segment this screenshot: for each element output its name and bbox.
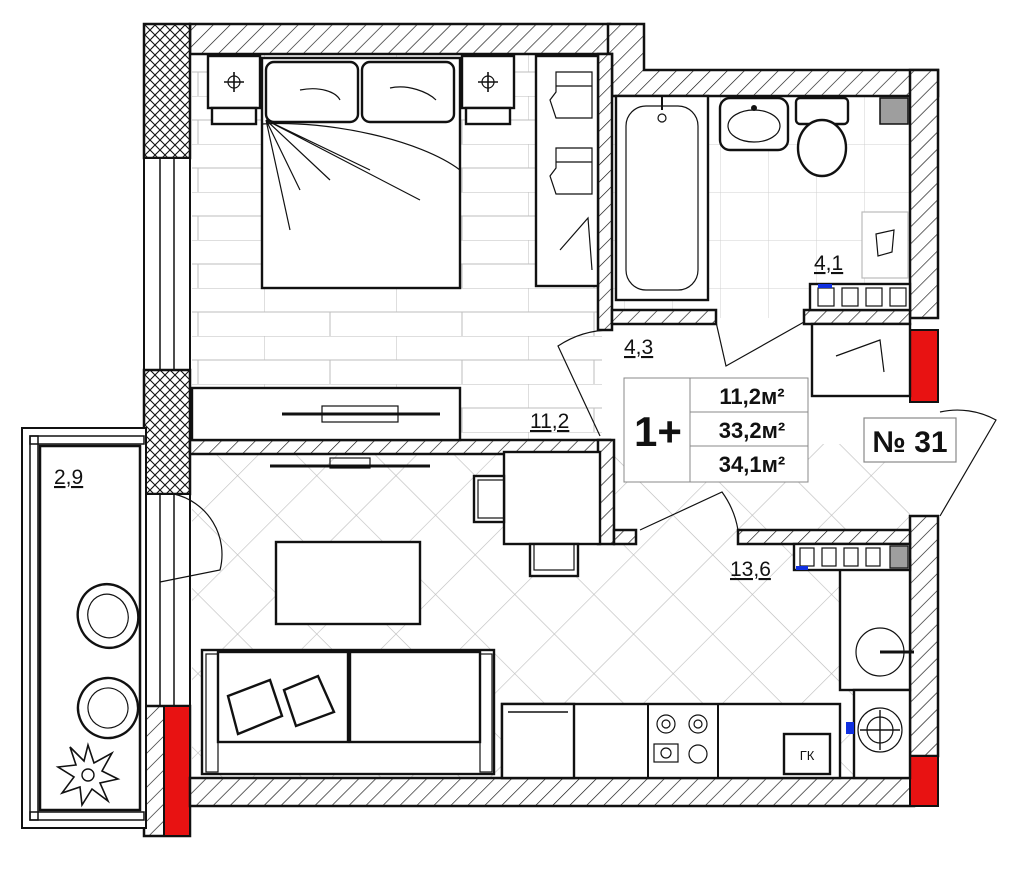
area-living: 11,2м² (719, 384, 784, 409)
coffee-table (274, 540, 422, 626)
plant-icon (55, 742, 121, 808)
wall-right-top (908, 68, 940, 320)
apartment-number-badge: № 31 (863, 417, 957, 463)
room-label-bathroom: 4,1 (814, 252, 843, 275)
room-label-balcony: 2,9 (54, 466, 83, 489)
sink (718, 96, 790, 152)
apartment-number: № 31 (872, 426, 947, 459)
nightstand-left (206, 54, 262, 126)
room-label-bedroom: 11,2 (530, 410, 569, 433)
wall-top-bath (606, 22, 940, 98)
room-label-hall: 4,3 (624, 336, 653, 359)
partition-hall-stub (612, 528, 638, 546)
wall-column-top-left (142, 22, 192, 160)
window-living (143, 493, 191, 707)
partition-bath-left (596, 52, 614, 332)
balcony-door-swing (159, 493, 223, 583)
entrance-door-swing (939, 409, 997, 517)
nightstand-right (460, 54, 516, 126)
window-bedroom (143, 157, 191, 371)
wall-top (188, 22, 612, 56)
double-bed (260, 56, 462, 290)
tv-stand (190, 386, 462, 442)
area-total-with-balcony: 34,1м² (719, 452, 785, 477)
partition-bath-bottom-left (610, 308, 718, 326)
shower-tray (879, 97, 909, 125)
room-label-kitchen-living: 13,6 (730, 558, 771, 581)
partition-kitchen-top (736, 528, 912, 546)
stove (653, 714, 708, 764)
wardrobe (534, 54, 600, 288)
radiator-kitchen (792, 542, 912, 572)
radiator-bath (808, 282, 912, 312)
fridge (838, 558, 914, 692)
boiler: ГК (782, 732, 832, 776)
washing-machine-bath (861, 211, 909, 279)
balcony-stool-bottom (76, 676, 140, 740)
wall-bottom (188, 776, 916, 808)
area-total: 33,2м² (719, 418, 785, 443)
load-bearing-column-bottom-left (163, 705, 191, 837)
balcony-stool-top (76, 583, 140, 649)
kitchen-door-swing (639, 491, 739, 531)
bedroom-door-swing (557, 329, 613, 437)
hall-closet (810, 322, 912, 398)
bathroom-door-swing (715, 321, 805, 367)
wall-column-middle-left (142, 368, 192, 496)
dining-table (472, 450, 602, 578)
load-bearing-column-bottom-right (909, 755, 939, 807)
apartment-type: 1+ (634, 408, 682, 455)
sofa (200, 648, 496, 776)
load-bearing-column-right (909, 329, 939, 403)
area-summary: 1+ 11,2м² 33,2м² 34,1м² (623, 377, 809, 483)
wall-right-bottom (908, 514, 940, 758)
partition-bath-bottom-right (802, 308, 912, 326)
toilet (794, 96, 850, 178)
washing-machine (846, 688, 912, 780)
bathtub (614, 94, 710, 302)
boiler-label: ГК (800, 748, 815, 763)
